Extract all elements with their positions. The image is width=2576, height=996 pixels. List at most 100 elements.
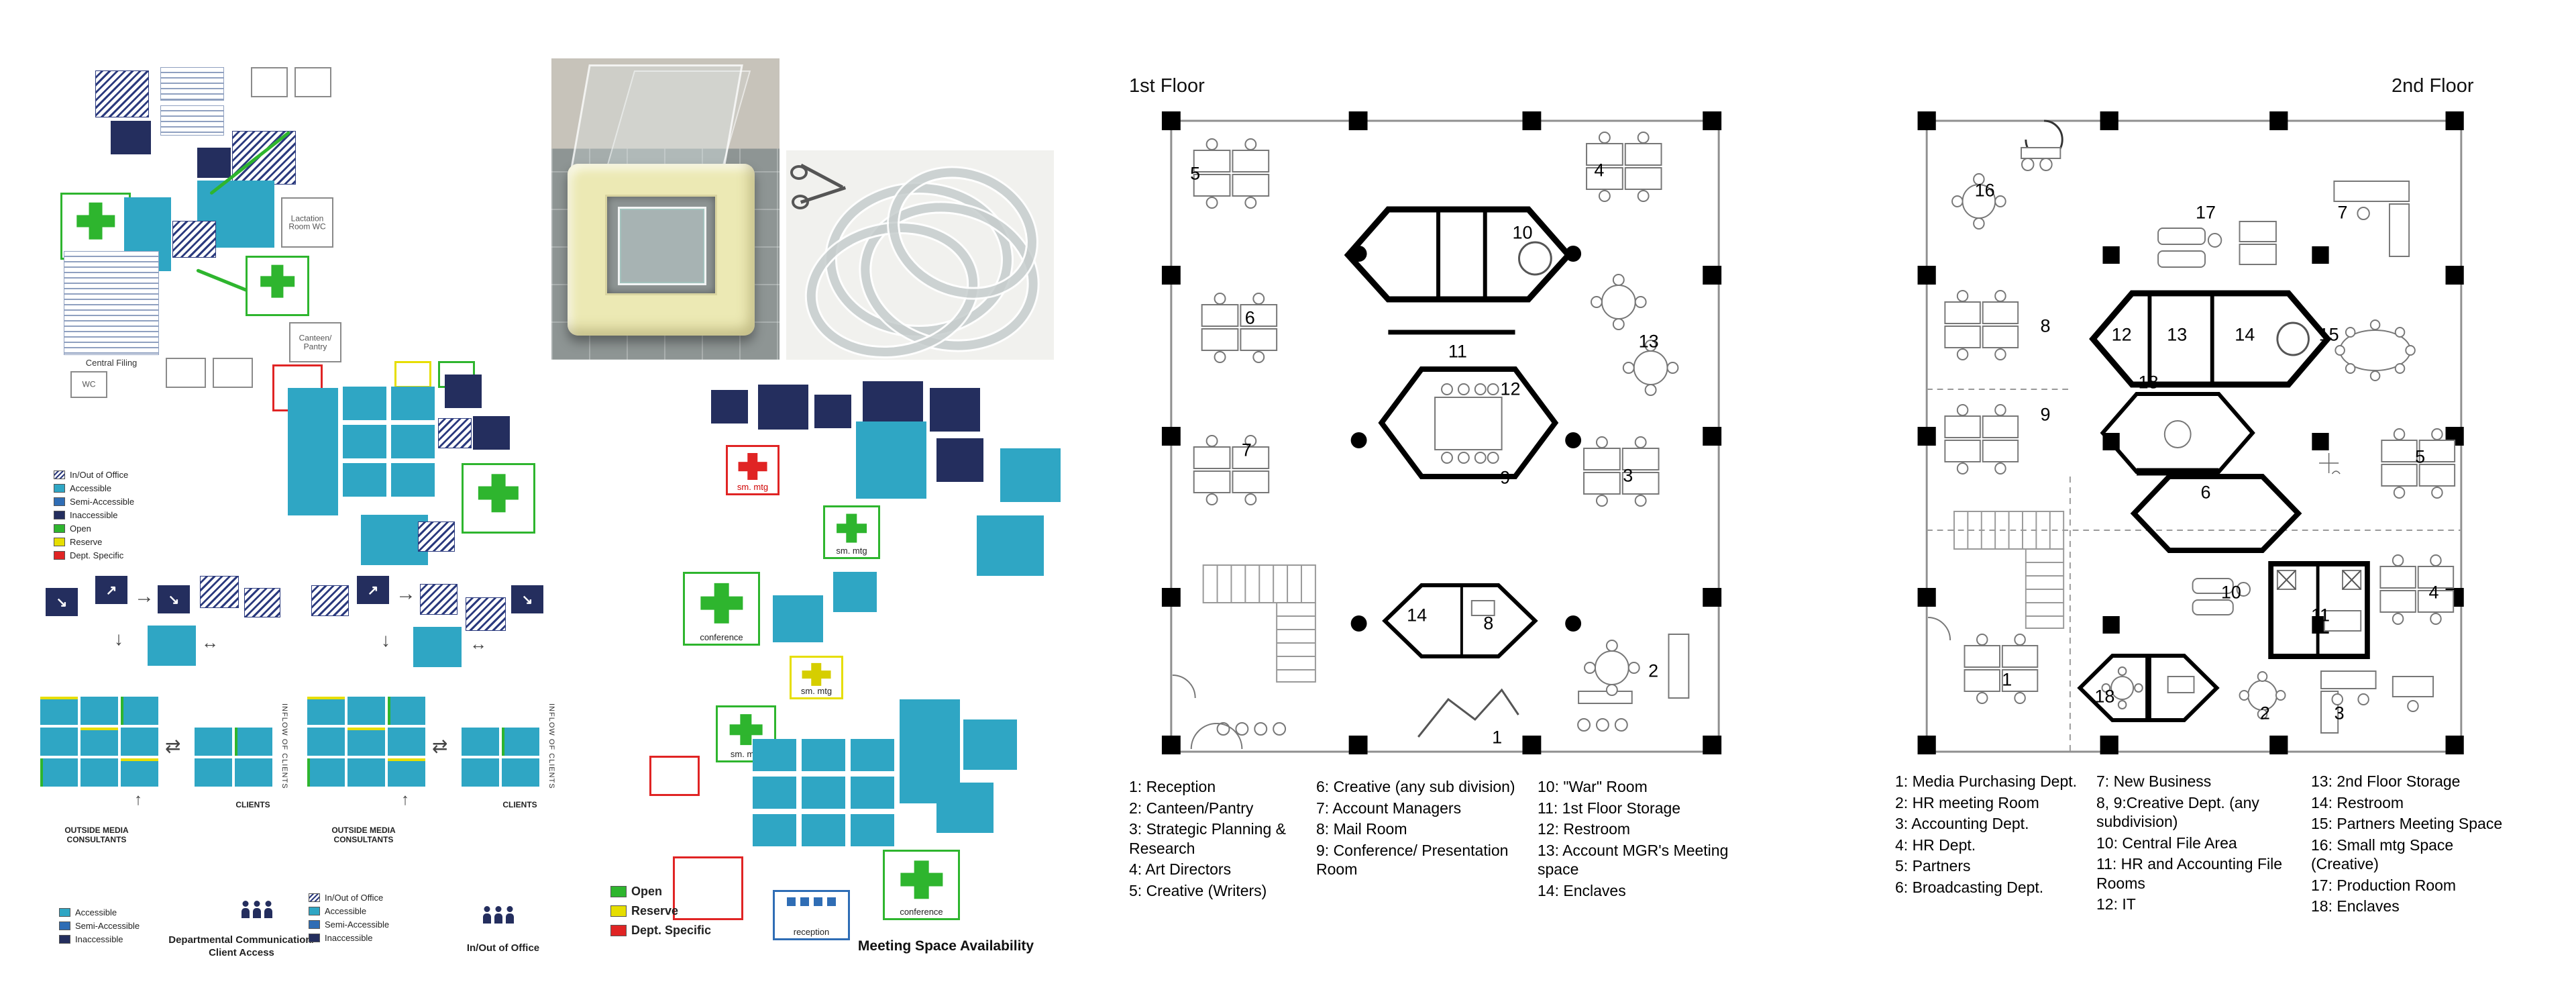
diagram-block-cyan: [121, 728, 158, 756]
diagram-block-mg: conference: [883, 850, 960, 920]
diagram-block-hatch: [232, 131, 296, 185]
diagram-label: OUTSIDE MEDIA CONSULTANTS: [64, 826, 129, 845]
floor-legend-entry: 13: Account MGR's Meeting space: [1538, 841, 1729, 879]
room-number: 7: [1241, 440, 1252, 460]
floor-legend-entry: 11: HR and Accounting File Rooms: [2096, 855, 2283, 892]
diagram-block-cyan: [977, 515, 1044, 576]
diagram-block-hatch: [420, 584, 458, 615]
diagram-block-cyan: [388, 728, 425, 756]
diagram-block-box: Lactation Room WC: [281, 197, 333, 248]
legend-swatch-navy: [59, 935, 70, 944]
legend-label: In/Out of Office: [325, 893, 384, 903]
floor-legend-entry: 2: Canteen/Pantry: [1129, 799, 1254, 817]
diagram-block-cyan: [753, 777, 796, 809]
legend-swatch-red: [54, 551, 65, 560]
room-number: 11: [2310, 605, 2330, 626]
person-icon: [506, 906, 514, 924]
room-number: 1: [2002, 669, 2012, 690]
floor-legend-entry: 4: Art Directors: [1129, 860, 1232, 879]
floor-legend-entry: 1: Reception: [1129, 778, 1216, 795]
diagram-block-cyan: [235, 758, 272, 787]
room-number: 5: [1190, 163, 1201, 184]
room-number: 12: [2111, 324, 2132, 345]
legend-swatch-blue: [54, 497, 65, 506]
diagram-block-arr: ⇄: [432, 736, 448, 756]
room-number: 11: [1448, 341, 1467, 362]
diagram-block-cyan: [851, 814, 894, 846]
floor-legend-entry: 11: 1st Floor Storage: [1538, 799, 1681, 817]
legend-label: Inaccessible: [70, 510, 118, 520]
legend-swatch-cyan: [54, 484, 65, 493]
block-label: sm. mtg: [800, 686, 833, 697]
diagram-block-arr: ⇄: [165, 736, 181, 756]
legend-swatch-green: [54, 524, 65, 533]
block-label: sm. mtg: [737, 482, 769, 493]
diagram-block-mg: [462, 463, 535, 534]
legend-label: Dept. Specific: [631, 924, 712, 937]
legend-label: Reserve: [70, 537, 103, 547]
diagram-block-arr: →: [396, 583, 416, 605]
floor-legend-entry: 3: Strategic Planning & Research: [1129, 820, 1286, 857]
block-label: Central Filing: [85, 358, 138, 368]
diagram-block-arr: ↑: [134, 791, 142, 809]
diagram-block-navy: ↗: [357, 576, 389, 604]
diagram-block-box: [166, 358, 206, 388]
diagram-block-box: [251, 67, 288, 97]
diagram-block-navy: [111, 121, 151, 154]
floor-legend-entry: 16: Small mtg Space (Creative): [2311, 836, 2454, 873]
diagram-block-arr: ↓: [114, 628, 123, 649]
legend-item: Reserve: [54, 537, 201, 547]
concept-model-photo: [551, 58, 780, 360]
legend-label: Open: [70, 524, 91, 534]
diagram-label: CLIENTS: [502, 800, 537, 809]
room-number: 18: [2138, 372, 2159, 393]
people-icons: [241, 901, 272, 918]
block-label: sm. mtg: [836, 546, 867, 556]
diagram-block-navy: ↘: [46, 588, 78, 616]
diagram-block-cyan-g: [502, 728, 539, 756]
diagram-block-navy: [814, 395, 851, 428]
person-icon: [483, 906, 491, 924]
diagram-block-or: [673, 856, 743, 920]
diagram-block-cyan: [343, 387, 386, 420]
diagram-block-cyan: [1000, 448, 1061, 502]
floor-legend-entry: 7: Account Managers: [1316, 799, 1462, 817]
diagram-block-hatch: [200, 576, 239, 608]
legend-item: Semi-Accessible: [54, 497, 201, 507]
diagram-block-box: WC: [70, 371, 107, 398]
legend-item: Accessible: [309, 906, 436, 916]
foam-model: [567, 164, 755, 336]
person-icon: [241, 901, 250, 918]
diagram-block-hatch: [438, 418, 472, 448]
floor-legend-entry: 8: Mail Room: [1316, 820, 1407, 838]
legend-swatch-green: [610, 886, 627, 897]
inout-caption: In/Out of Office: [466, 942, 540, 954]
legend-label: Inaccessible: [325, 933, 373, 943]
second-floor-legend-col1: 1: Media Purchasing Dept.2: HR meeting R…: [1895, 772, 2093, 899]
room-number: 2: [2259, 703, 2270, 724]
room-number: 9: [1500, 467, 1511, 488]
floor-legend-entry: 12: IT: [2096, 895, 2136, 913]
room-number: 3: [1623, 465, 1633, 486]
diagram-block-mr: sm. mtg: [726, 445, 780, 495]
diagram-block-cyan: [148, 626, 196, 666]
diagram-block-navy: [936, 438, 983, 482]
person-icon: [494, 906, 502, 924]
legend-label: Semi-Accessible: [325, 919, 390, 930]
diagram-block-cyan: [391, 387, 435, 420]
legend-swatch-hatch: [54, 470, 65, 479]
room-number: 4: [2428, 582, 2439, 603]
diagram-block-cyan: [361, 515, 428, 565]
block-label: Canteen/ Pantry: [299, 333, 332, 351]
legend-item: In/Out of Office: [54, 470, 201, 480]
legend-label: Inaccessible: [75, 934, 123, 944]
legend-swatch-navy: [309, 934, 320, 942]
diagram-block-hatch: [418, 521, 455, 552]
diagram-block-cyan: [833, 572, 877, 612]
room-number: 18: [2094, 686, 2115, 707]
legend-swatch-yellow: [54, 538, 65, 546]
floor-legend-entry: 2: HR meeting Room: [1895, 793, 2039, 811]
